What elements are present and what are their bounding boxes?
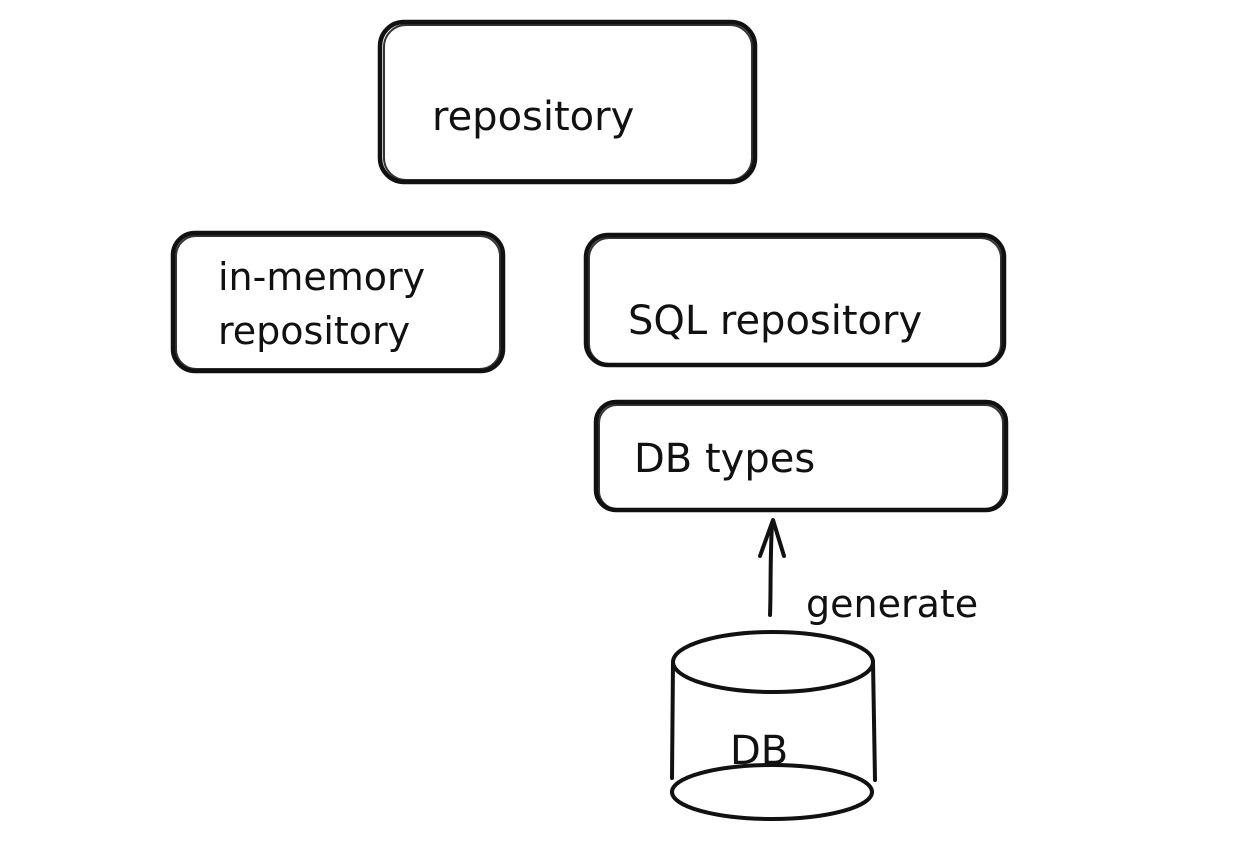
generate-arrow-head bbox=[758, 518, 786, 558]
repository-node: repository bbox=[377, 19, 758, 185]
in-memory-repository-box bbox=[170, 230, 506, 374]
in-memory-label-line1: in-memory bbox=[218, 255, 425, 299]
repository-box-sketch bbox=[383, 24, 753, 181]
repository-box bbox=[377, 19, 758, 185]
db-cylinder-bottom bbox=[670, 763, 874, 821]
sql-repository-box-sketch bbox=[588, 237, 1002, 365]
generate-label: generate bbox=[806, 582, 978, 626]
in-memory-repository-node: in-memory repository bbox=[170, 230, 506, 374]
generate-edge: generate bbox=[758, 518, 978, 626]
generate-arrow-shaft bbox=[768, 522, 774, 617]
in-memory-label-line2: repository bbox=[218, 309, 410, 353]
repository-label: repository bbox=[432, 94, 634, 140]
db-node: DB bbox=[670, 630, 877, 821]
db-types-node: DB types bbox=[593, 399, 1009, 513]
db-label: DB bbox=[730, 728, 788, 774]
db-cylinder-top bbox=[671, 630, 875, 694]
db-types-box-sketch bbox=[598, 404, 1004, 510]
db-cylinder-left-side bbox=[670, 660, 675, 780]
db-cylinder-right-side bbox=[871, 660, 877, 782]
sql-repository-label: SQL repository bbox=[628, 298, 922, 344]
in-memory-repository-box-sketch bbox=[175, 235, 501, 370]
sql-repository-node: SQL repository bbox=[583, 232, 1007, 368]
db-types-label: DB types bbox=[634, 436, 815, 482]
